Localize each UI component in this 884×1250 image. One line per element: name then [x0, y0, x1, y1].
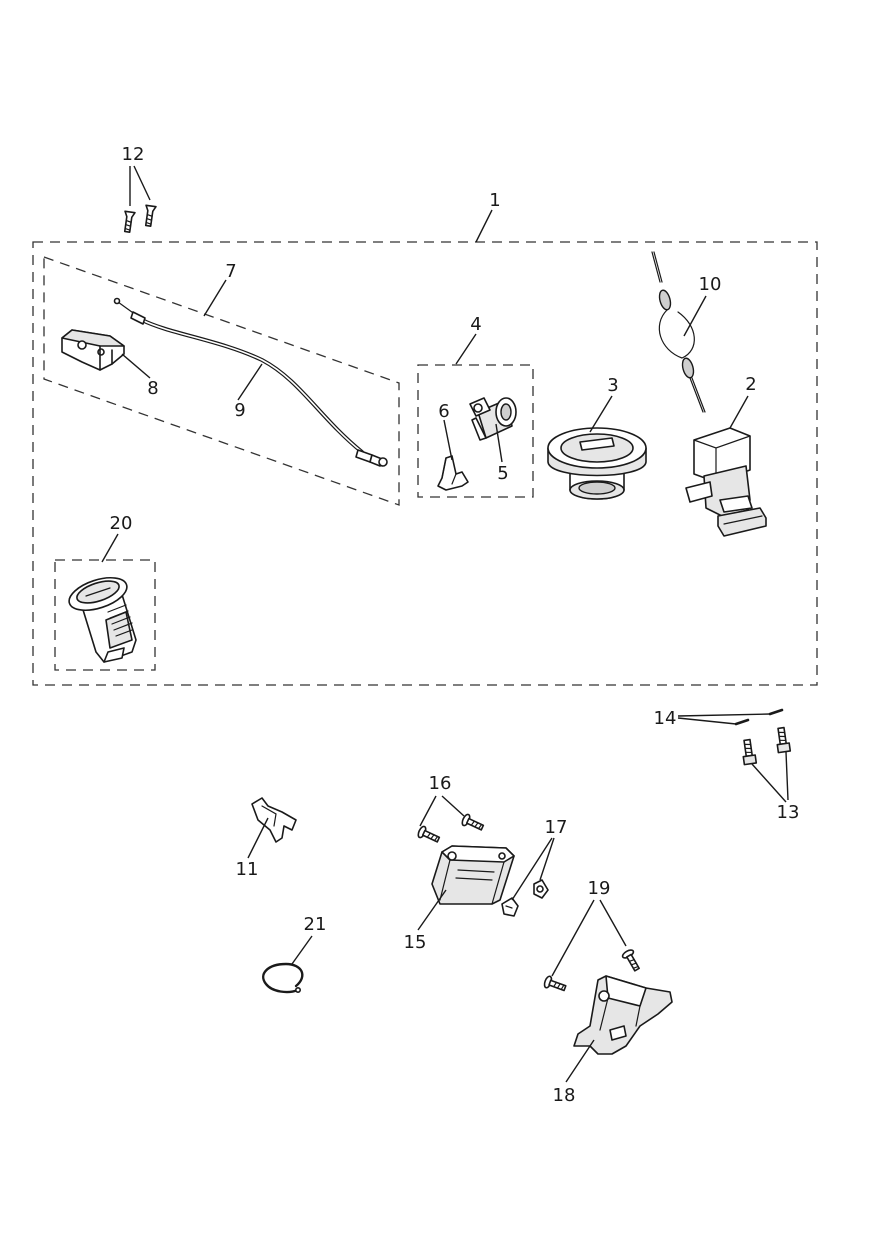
callout-14: 14: [654, 708, 677, 729]
lock-kit-boundary: [417, 364, 534, 498]
callout-1: 1: [489, 190, 500, 211]
screw-part-12: [123, 204, 157, 233]
kit-boundary-box: [32, 241, 818, 686]
callout-7: 7: [225, 261, 236, 282]
wire-loop-part-10: [651, 251, 706, 413]
callout-9: 9: [234, 400, 245, 421]
callout-10: 10: [699, 274, 722, 295]
cable-part-9: [113, 297, 388, 467]
clip-part-6: [437, 455, 469, 491]
filler-cap-part-3: [547, 427, 647, 500]
callout-15: 15: [404, 932, 427, 953]
callout-2: 2: [745, 374, 756, 395]
callout-19: 19: [588, 878, 611, 899]
callout-12: 12: [122, 144, 145, 165]
callout-6: 6: [438, 401, 449, 422]
callout-5: 5: [497, 463, 508, 484]
bolt-part-13: [742, 726, 792, 766]
cable-kit-boundary: [43, 256, 400, 506]
clip-part-17: [501, 879, 549, 917]
bracket-part-11: [251, 797, 297, 843]
mounting-bracket-part-18: [573, 975, 673, 1055]
leader-lines: [101, 165, 789, 1083]
callout-16: 16: [429, 773, 452, 794]
callout-21: 21: [304, 914, 327, 935]
callout-4: 4: [470, 314, 481, 335]
screw-part-16: [417, 813, 485, 843]
barrel-kit-boundary: [54, 559, 156, 671]
callout-20: 20: [110, 513, 133, 534]
callout-11: 11: [236, 859, 259, 880]
callout-8: 8: [147, 378, 158, 399]
screw-part-19: [543, 949, 640, 992]
ignition-switch-part-2: [685, 427, 767, 537]
latch-part-8: [61, 329, 125, 371]
callout-3: 3: [607, 375, 618, 396]
callout-17: 17: [545, 817, 568, 838]
lock-barrel-part-20: [68, 576, 137, 663]
circlip-part-21: [262, 962, 304, 994]
lock-barrel-part-5: [469, 397, 517, 441]
control-module-part-15: [431, 845, 515, 905]
callout-18: 18: [553, 1085, 576, 1106]
washer-part-14: [734, 708, 784, 726]
callout-labels: 1 2 3 4 5 6 7 8 9 10 11 12 13 14 15 16 1…: [110, 144, 800, 1106]
callout-13: 13: [777, 802, 800, 823]
